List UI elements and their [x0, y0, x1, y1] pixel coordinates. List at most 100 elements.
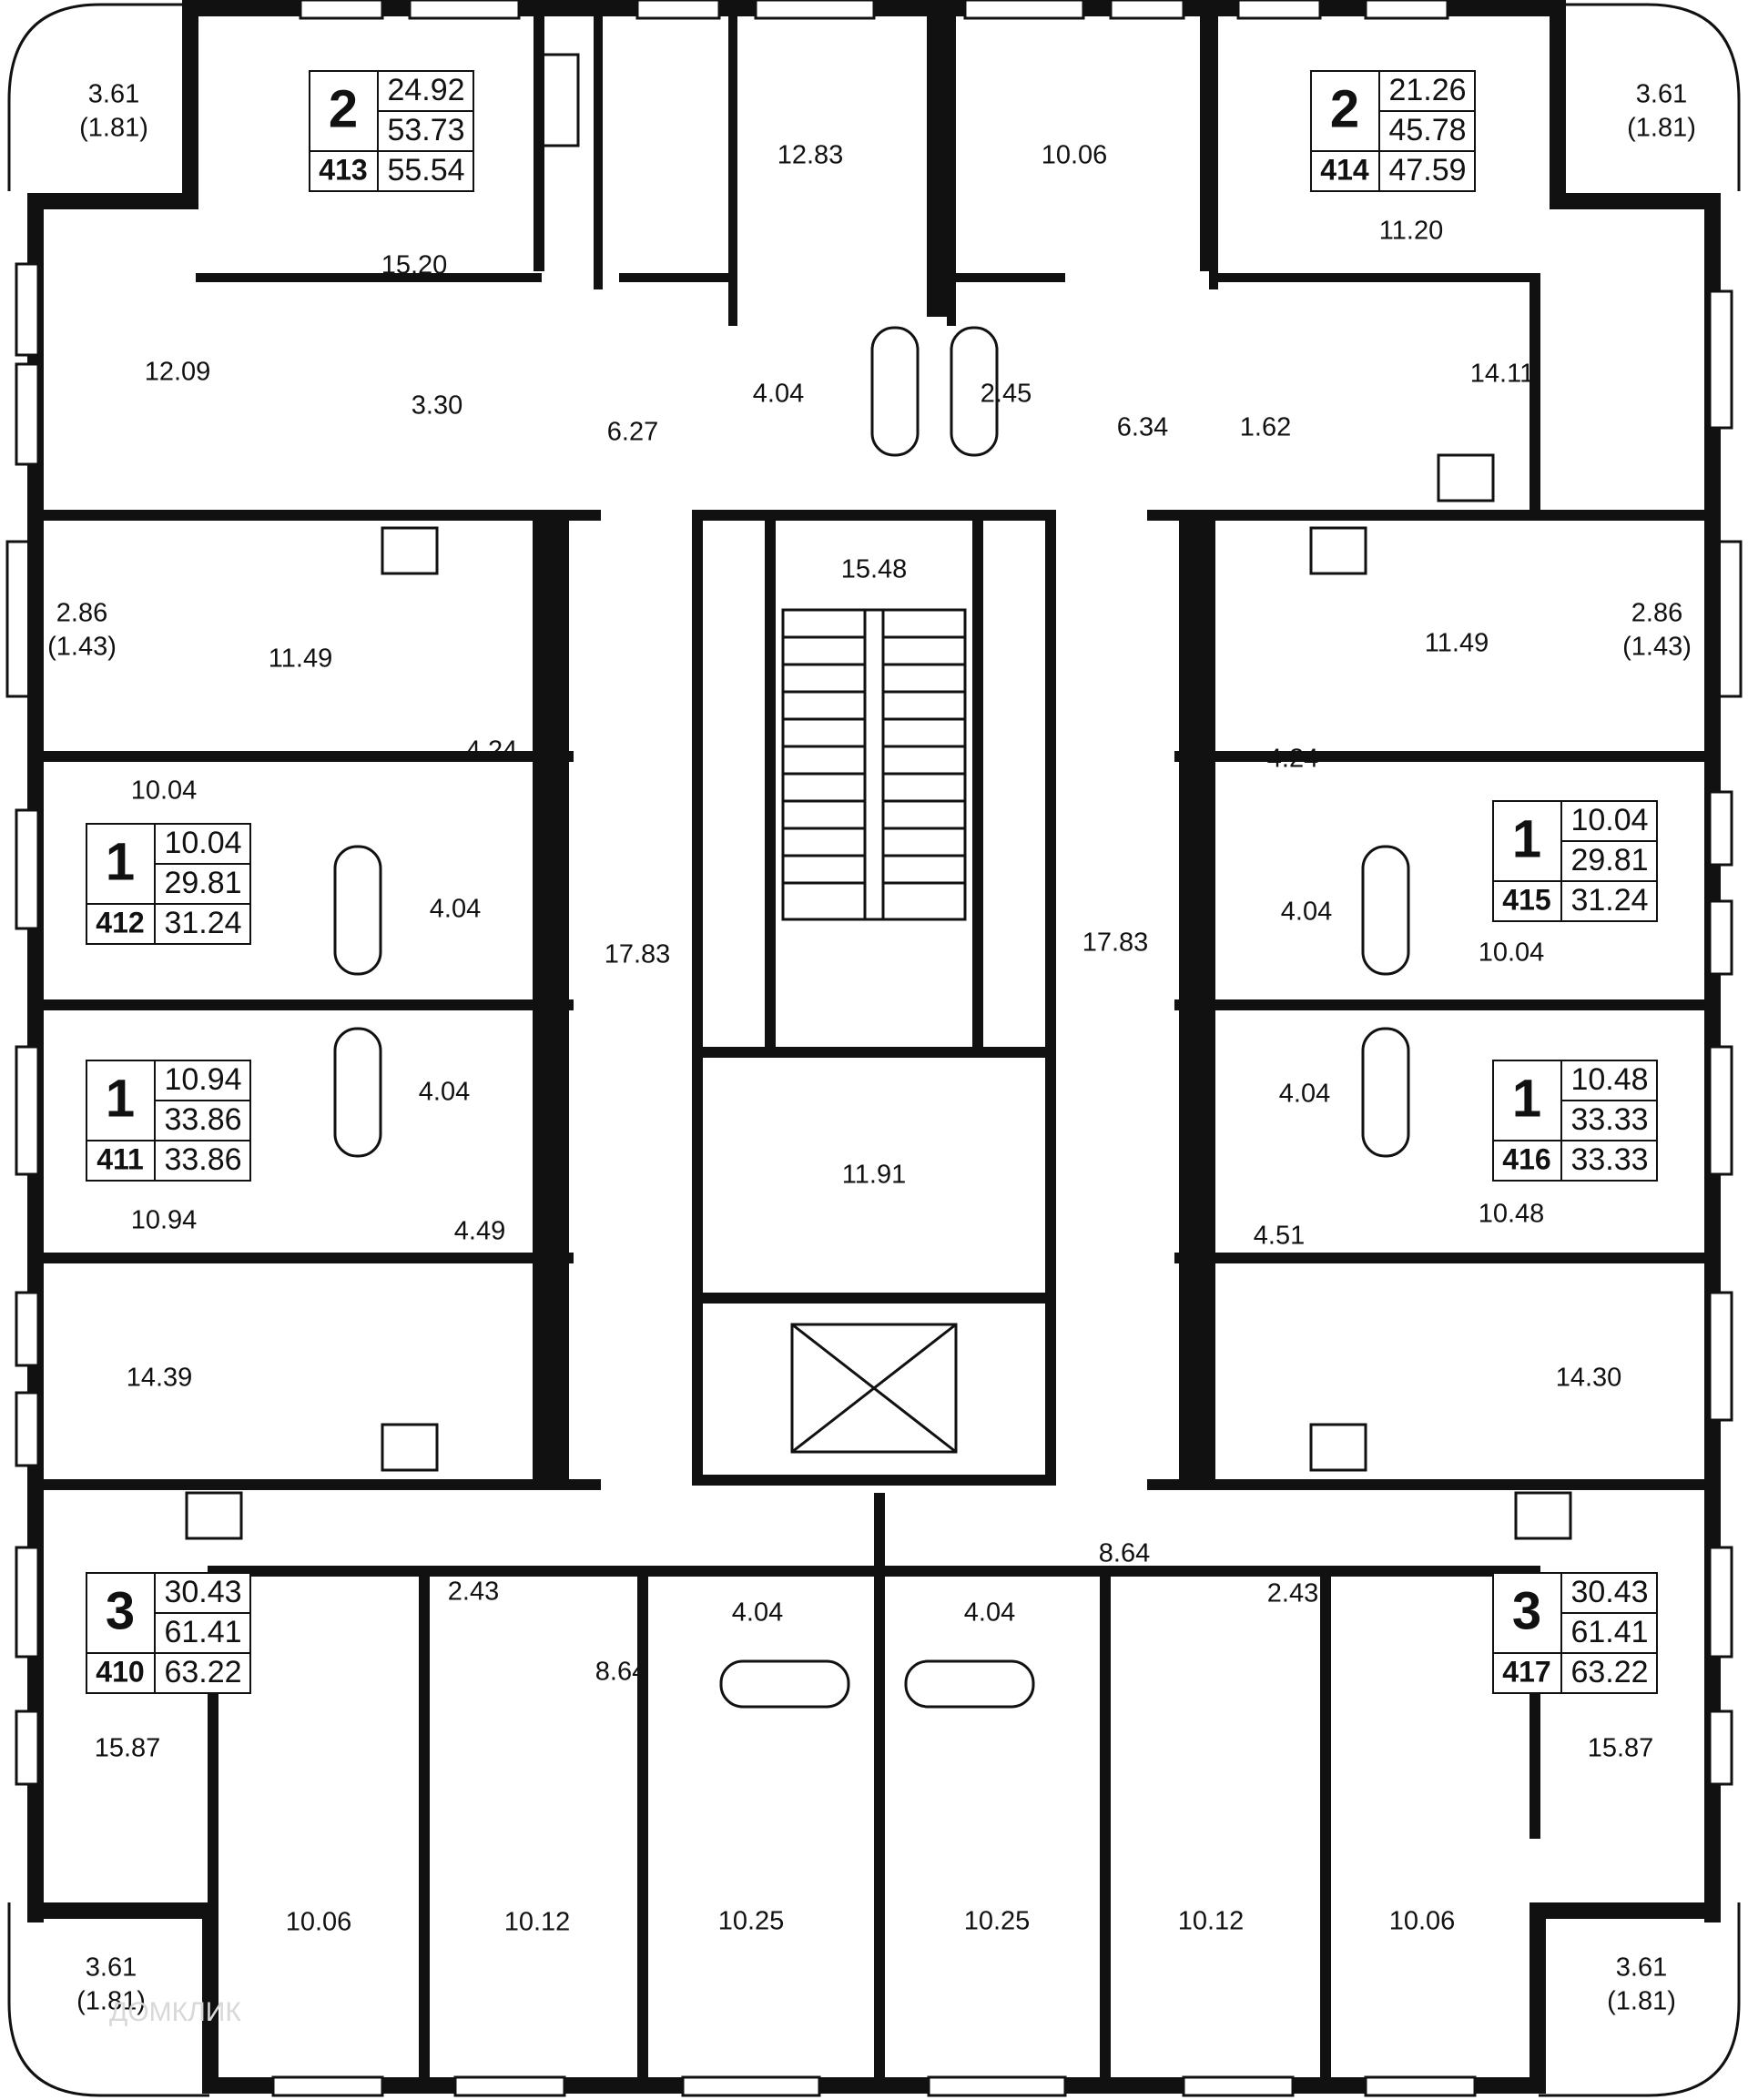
- room-area-label: 6.34: [1117, 413, 1168, 442]
- room-area-label: 2.43: [448, 1578, 499, 1607]
- balcony-area: 3.61: [1616, 1953, 1667, 1983]
- room-area-label: 2.45: [981, 380, 1032, 409]
- unit-area-living: 10.48: [1570, 1062, 1648, 1097]
- room-area-label: 11.20: [1379, 217, 1443, 246]
- room-area-label: 17.83: [605, 940, 671, 969]
- unit-area-living: 10.04: [164, 826, 241, 860]
- balcony-label: 2.86 (1.43): [1622, 599, 1692, 662]
- balcony-area: 2.86: [56, 599, 107, 628]
- balcony-area-reduced: (1.43): [47, 633, 117, 662]
- stove-icons: [185, 53, 1572, 1540]
- unit-rooms: 2: [1330, 79, 1359, 138]
- unit-number: 413: [319, 153, 367, 186]
- room-area-label: 14.11: [1470, 360, 1534, 389]
- unit-area-total: 53.73: [387, 113, 464, 147]
- watermark: ДОМКЛИК: [109, 1997, 241, 2027]
- unit-area-total: 61.41: [1570, 1615, 1648, 1649]
- unit-number: 410: [96, 1655, 144, 1688]
- room-area-label: 10.06: [1389, 1907, 1456, 1936]
- room-area-label: 10.06: [1042, 141, 1108, 170]
- room-area-label: 11.49: [1425, 629, 1489, 658]
- room-area-label: 10.04: [1479, 938, 1545, 968]
- unit-rooms: 1: [1512, 1069, 1541, 1128]
- room-area-label: 4.04: [964, 1598, 1015, 1628]
- balcony-area-reduced: (1.81): [1627, 114, 1696, 143]
- unit-area-total: 29.81: [1570, 843, 1648, 878]
- room-area-label: 12.09: [145, 358, 211, 387]
- unit-area-with-balcony: 47.59: [1388, 153, 1466, 188]
- unit-area-total: 29.81: [164, 866, 241, 900]
- balcony-area-reduced: (1.81): [1607, 1987, 1676, 2016]
- balcony-area: 3.61: [86, 1953, 137, 1983]
- walls: [27, 0, 1721, 2094]
- room-area-label: 4.04: [1279, 1080, 1330, 1109]
- unit-area-living: 30.43: [164, 1575, 241, 1609]
- stair-icon: [781, 608, 967, 921]
- unit-number: 416: [1502, 1142, 1550, 1175]
- windows: [15, 0, 1733, 2097]
- room-area-label: 15.87: [95, 1734, 161, 1763]
- unit-rooms: 2: [329, 79, 358, 138]
- room-area-label: 8.64: [1099, 1539, 1150, 1568]
- unit-area-with-balcony: 55.54: [387, 153, 464, 188]
- unit-area-total: 33.33: [1570, 1102, 1648, 1137]
- unit-area-living: 30.43: [1570, 1575, 1648, 1609]
- room-area-label: 4.04: [430, 895, 481, 924]
- room-area-label: 17.83: [1082, 928, 1149, 958]
- room-area-label: 4.24: [466, 736, 517, 766]
- room-area-label: 4.04: [753, 380, 804, 409]
- room-area-label: 4.51: [1254, 1222, 1305, 1251]
- balcony-labels: 3.61 (1.81) 3.61 (1.81) 2.86 (1.43) 2.86 (1.43)…: [47, 80, 1696, 2016]
- room-area-label: 15.87: [1588, 1734, 1654, 1763]
- room-area-label: 10.12: [504, 1908, 571, 1937]
- unit-area-living: 24.92: [387, 73, 464, 107]
- unit-area-living: 10.04: [1570, 803, 1648, 837]
- room-area-label: 12.83: [777, 141, 844, 170]
- balcony-area: 3.61: [88, 80, 139, 109]
- balcony-area: 3.61: [1636, 80, 1687, 109]
- balcony-label: 3.61 (1.81): [79, 80, 148, 143]
- balcony-area-reduced: (1.81): [79, 114, 148, 143]
- unit-number: 417: [1502, 1655, 1550, 1688]
- room-area-label: 4.04: [419, 1078, 470, 1107]
- unit-area-with-balcony: 33.86: [164, 1142, 241, 1177]
- room-area-label: 4.04: [732, 1598, 783, 1628]
- room-area-label: 11.91: [842, 1161, 906, 1190]
- balcony-label: 3.61 (1.81): [1607, 1953, 1676, 2016]
- unit-area-living: 10.94: [164, 1062, 241, 1097]
- room-area-label: 11.49: [269, 644, 332, 674]
- unit-rooms: 1: [106, 832, 135, 891]
- unit-area-total: 33.86: [164, 1102, 241, 1137]
- room-area-label: 14.30: [1556, 1364, 1622, 1393]
- room-area-label: 10.48: [1479, 1200, 1545, 1229]
- balcony-label: 3.61 (1.81): [76, 1953, 146, 2016]
- room-area-label: 4.04: [1281, 898, 1332, 927]
- room-area-label: 15.20: [381, 251, 448, 280]
- room-area-label: 10.94: [131, 1206, 198, 1235]
- balcony-area-reduced: (1.43): [1622, 633, 1692, 662]
- balcony-area: 2.86: [1631, 599, 1682, 628]
- unit-rooms: 3: [1512, 1581, 1541, 1640]
- unit-number: 414: [1320, 153, 1369, 186]
- room-area-label: 14.39: [127, 1364, 193, 1393]
- room-area-label: 6.27: [607, 418, 658, 447]
- unit-number: 412: [96, 906, 144, 938]
- room-labels: 12.83 10.06 15.20 11.20 12.09 14.11 3.30 6.27 4.…: [95, 141, 1654, 1937]
- unit-area-total: 61.41: [164, 1615, 241, 1649]
- room-area-label: 10.04: [131, 776, 198, 806]
- unit-area-with-balcony: 63.22: [1570, 1655, 1648, 1689]
- balcony-label: 3.61 (1.81): [1627, 80, 1696, 143]
- room-area-label: 10.25: [718, 1907, 785, 1936]
- unit-area-with-balcony: 63.22: [164, 1655, 241, 1689]
- unit-number: 415: [1502, 883, 1550, 916]
- room-area-label: 3.30: [412, 391, 462, 421]
- room-area-label: 4.49: [454, 1217, 505, 1246]
- unit-card-413: 2 24.92 53.73 413 55.54: [309, 70, 474, 192]
- balcony-area-reduced: (1.81): [76, 1987, 146, 2016]
